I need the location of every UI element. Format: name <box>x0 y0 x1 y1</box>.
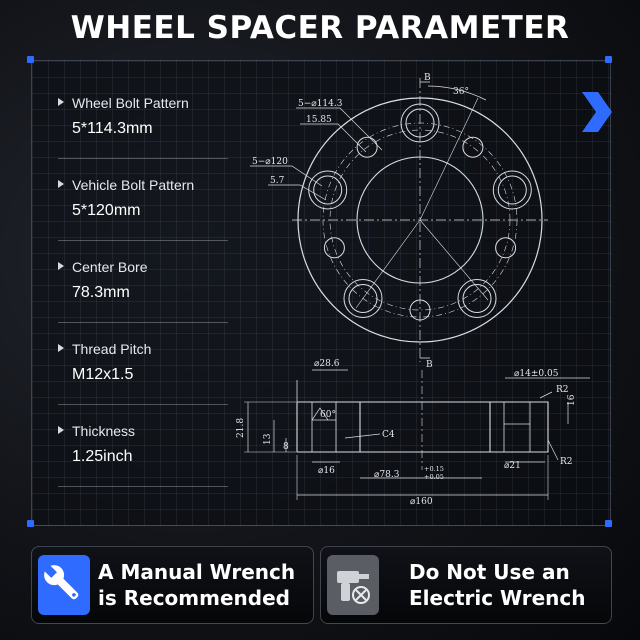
wrench-icon <box>38 555 90 615</box>
triangle-bullet-icon <box>58 262 64 270</box>
stud-hole <box>313 175 343 205</box>
panel-corner-marker <box>27 520 34 527</box>
tolerance-label: +0.15 <box>424 465 444 473</box>
stud-hole <box>457 279 497 318</box>
technical-drawing: B B 36° 5−⌀114.3 15.85 5−⌀120 5.7 <box>236 73 590 507</box>
top-view-labels: B B 36° 5−⌀114.3 15.85 5−⌀120 5.7 <box>252 73 469 370</box>
chamfer-label: C4 <box>382 430 395 440</box>
manual-wrench-notice: A Manual Wrench is Recommended <box>31 546 314 624</box>
bolt-hole <box>323 237 345 259</box>
param-label: Center Bore <box>72 259 148 275</box>
bolt-hole <box>356 136 378 158</box>
tolerance-label: +0.05 <box>424 473 444 481</box>
triangle-bullet-icon <box>58 344 64 352</box>
chevron-right-icon <box>582 92 612 132</box>
dimension-label: ⌀160 <box>410 497 433 507</box>
section-view-labels: ⌀28.6 60° 21.8 13 8 C4 ⌀16 ⌀78.3 +0.15 +… <box>236 359 577 507</box>
section-mark: B <box>426 360 433 370</box>
param-label: Thread Pitch <box>72 341 152 357</box>
dimension-label: ⌀14±0.05 <box>514 369 559 379</box>
section-view-drawing <box>244 369 590 500</box>
param-wheel-bolt-pattern: Wheel Bolt Pattern 5*114.3mm <box>58 92 228 159</box>
stud-hole <box>400 103 440 143</box>
param-value: 5*120mm <box>72 202 141 219</box>
section-mark: B <box>424 73 431 83</box>
bolt-pattern-dim: 5−⌀120 <box>252 157 288 167</box>
dimension-label: 21.8 <box>236 418 246 438</box>
notice-line-1: A Manual Wrench <box>98 560 296 584</box>
panel-corner-marker <box>605 520 612 527</box>
param-label: Vehicle Bolt Pattern <box>72 177 195 193</box>
notice-line-2: is Recommended <box>98 586 290 610</box>
electric-wrench-notice: Do Not Use an Electric Wrench <box>320 546 612 624</box>
param-thickness: Thickness 1.25inch <box>58 420 228 487</box>
dimension-label: 8 <box>283 442 289 452</box>
stud-hole <box>405 108 435 138</box>
stud-hole <box>462 284 492 313</box>
param-center-bore: Center Bore 78.3mm <box>58 256 228 323</box>
dimension-label: 13 <box>263 433 273 445</box>
bolt-pattern-dim: 5−⌀114.3 <box>298 99 343 109</box>
param-value: M12x1.5 <box>72 366 134 383</box>
radius-label: R2 <box>556 385 569 395</box>
stud-hole <box>343 279 383 318</box>
bolt-hole <box>462 136 484 158</box>
hole-dia-dim: 15.85 <box>306 115 332 125</box>
radius-label: R2 <box>560 457 573 467</box>
triangle-bullet-icon <box>58 426 64 434</box>
stud-hole <box>497 175 527 205</box>
hole-dia-dim: 5.7 <box>270 176 285 186</box>
angle-label: 36° <box>453 87 469 97</box>
electric-drill-prohibited-icon <box>327 555 379 615</box>
angle-label: 60° <box>320 410 336 420</box>
bolt-hole <box>495 237 517 259</box>
stud-hole <box>492 170 532 210</box>
page-title: WHEEL SPACER PARAMETER <box>70 10 570 46</box>
param-value: 78.3mm <box>72 284 130 301</box>
panel-corner-marker <box>27 56 34 63</box>
triangle-bullet-icon <box>58 180 64 188</box>
top-view-drawing <box>250 78 548 362</box>
dimension-label: ⌀28.6 <box>314 359 340 369</box>
dimension-label: ⌀21 <box>504 461 521 471</box>
param-vehicle-bolt-pattern: Vehicle Bolt Pattern 5*120mm <box>58 174 228 241</box>
bolt-hole <box>409 299 431 321</box>
spec-panel <box>31 60 611 526</box>
dimension-label: 16 <box>567 394 577 406</box>
param-value: 1.25inch <box>72 448 133 465</box>
stud-hole <box>348 284 378 313</box>
dimension-label: ⌀78.3 <box>374 470 400 480</box>
panel-corner-marker <box>605 56 612 63</box>
dimension-label: ⌀16 <box>318 466 335 476</box>
notice-line-1: Do Not Use an <box>409 560 570 584</box>
param-label: Thickness <box>72 423 136 439</box>
notice-line-2: Electric Wrench <box>409 586 586 610</box>
param-value: 5*114.3mm <box>72 120 153 137</box>
triangle-bullet-icon <box>58 98 64 106</box>
param-thread-pitch: Thread Pitch M12x1.5 <box>58 338 228 405</box>
param-label: Wheel Bolt Pattern <box>72 95 189 111</box>
